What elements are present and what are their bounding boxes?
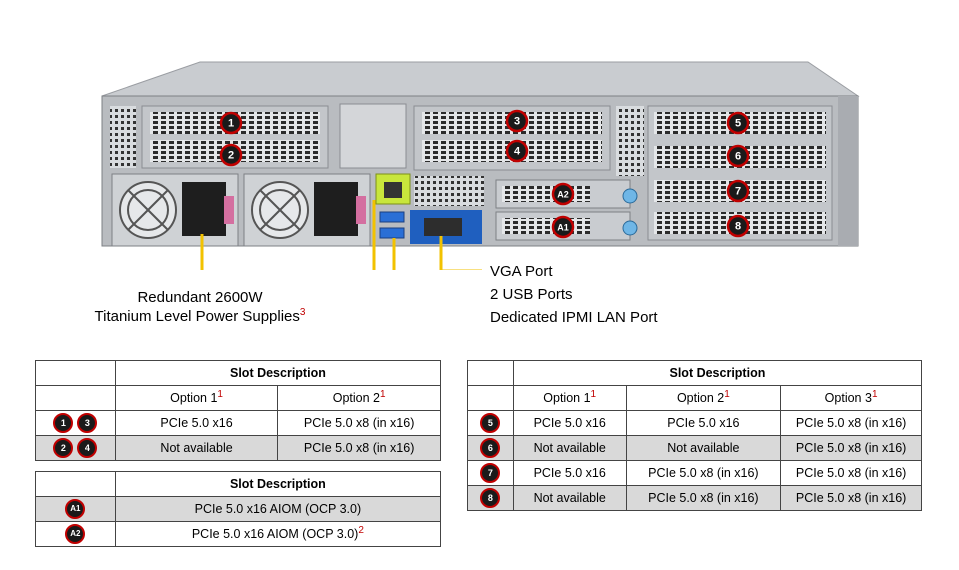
table-cell: PCIe 5.0 x16 <box>512 410 627 436</box>
slot-badge: 5 <box>480 413 501 433</box>
usb-ports-label: 2 USB Ports <box>490 286 573 303</box>
slot-badges-cell: 8 <box>467 485 514 511</box>
slot-badge: 3 <box>77 413 98 433</box>
chassis-slot-badge: 5 <box>726 111 750 135</box>
chassis-slot-badge: A1 <box>551 215 575 239</box>
chassis-slot-badge-label: A2 <box>557 190 569 200</box>
chassis-slot-badge-label: 1 <box>228 118 234 130</box>
table-header: Slot Description <box>512 360 923 386</box>
chassis-slot-badge-label: 3 <box>514 116 520 128</box>
table-cell: Not available <box>114 435 279 461</box>
table-cell: PCIe 5.0 x16 AIOM (OCP 3.0)2 <box>114 521 442 547</box>
chassis-slot-badge: 6 <box>726 144 750 168</box>
option-header: Option 21 <box>625 385 782 411</box>
slot-badges-cell: A2 <box>35 521 116 547</box>
option-header: Option 21 <box>277 385 441 411</box>
table-cell: PCIe 5.0 x16 <box>114 410 279 436</box>
table-cell: PCIe 5.0 x8 (in x16) <box>277 410 441 436</box>
slot-badge: A1 <box>65 499 86 519</box>
chassis-slot-badge: 8 <box>726 214 750 238</box>
chassis-slot-badge: 1 <box>219 111 243 135</box>
chassis-slot-badge-label: 5 <box>735 118 741 130</box>
chassis-slot-badge: 3 <box>505 109 529 133</box>
table-cell: PCIe 5.0 x16 <box>625 410 782 436</box>
power-supply-label: Redundant 2600W Titanium Level Power Sup… <box>70 288 330 326</box>
psu-label-line1: Redundant 2600W <box>137 289 263 306</box>
table-cell: PCIe 5.0 x8 (in x16) <box>625 460 782 486</box>
slot-badge: 8 <box>480 488 501 508</box>
table-cell: PCIe 5.0 x8 (in x16) <box>780 410 922 436</box>
slot-badge: 6 <box>480 438 501 458</box>
ipmi-lan-port-label: Dedicated IPMI LAN Port <box>490 309 658 326</box>
table-corner <box>467 360 514 386</box>
slot-badges-cell: 6 <box>467 435 514 461</box>
chassis-slot-badge: 2 <box>219 143 243 167</box>
table-corner <box>467 385 514 411</box>
table-cell: PCIe 5.0 x8 (in x16) <box>625 485 782 511</box>
table-cell: PCIe 5.0 x8 (in x16) <box>780 485 922 511</box>
slot-badge: 7 <box>480 463 501 483</box>
table-corner <box>35 471 116 497</box>
table-cell: PCIe 5.0 x16 AIOM (OCP 3.0) <box>114 496 442 522</box>
chassis-slot-badge-label: 4 <box>514 146 521 158</box>
chassis-slot-badge-label: 7 <box>735 186 741 198</box>
chassis-slot-badge-label: 8 <box>735 221 741 233</box>
table-cell: PCIe 5.0 x8 (in x16) <box>780 435 922 461</box>
chassis-slot-badge: A2 <box>551 182 575 206</box>
option-header: Option 31 <box>780 385 922 411</box>
table-cell: Not available <box>625 435 782 461</box>
slot-badge: A2 <box>65 524 86 544</box>
chassis-slot-badge: 7 <box>726 179 750 203</box>
chassis-slot-badge-label: 2 <box>228 150 234 162</box>
chassis-slot-badge-label: 6 <box>735 151 741 163</box>
table-cell: Not available <box>512 435 627 461</box>
table-header: Slot Description <box>114 471 442 497</box>
slot-badge: 2 <box>53 438 74 458</box>
slot-badge: 1 <box>53 413 74 433</box>
table-corner <box>35 385 116 411</box>
slot-badges-cell: 5 <box>467 410 514 436</box>
slot-table-aiom: Slot Description A1 PCIe 5.0 x16 AIOM (O… <box>35 471 442 547</box>
psu-footnote-mark: 3 <box>299 307 306 318</box>
slot-badges-cell: A1 <box>35 496 116 522</box>
psu-label-line2: Titanium Level Power Supplies3 <box>94 307 306 326</box>
chassis-slot-badge-label: A1 <box>557 223 569 233</box>
slot-badges-cell: 7 <box>467 460 514 486</box>
slot-badge: 4 <box>77 438 98 458</box>
server-rear-view: 1 2 3 4 5 6 7 8 A1 A2 <box>101 61 860 270</box>
table-cell: PCIe 5.0 x8 (in x16) <box>780 460 922 486</box>
chassis-slot-badge: 4 <box>505 139 529 163</box>
slot-table-right: Slot Description Option 11 Option 21 Opt… <box>467 360 923 511</box>
vga-port-label: VGA Port <box>490 263 553 280</box>
table-cell: Not available <box>512 485 627 511</box>
option-header: Option 11 <box>114 385 279 411</box>
table-cell: PCIe 5.0 x8 (in x16) <box>277 435 441 461</box>
table-cell: PCIe 5.0 x16 <box>512 460 627 486</box>
option-header: Option 11 <box>512 385 627 411</box>
table-corner <box>35 360 116 386</box>
table-header: Slot Description <box>114 360 442 386</box>
